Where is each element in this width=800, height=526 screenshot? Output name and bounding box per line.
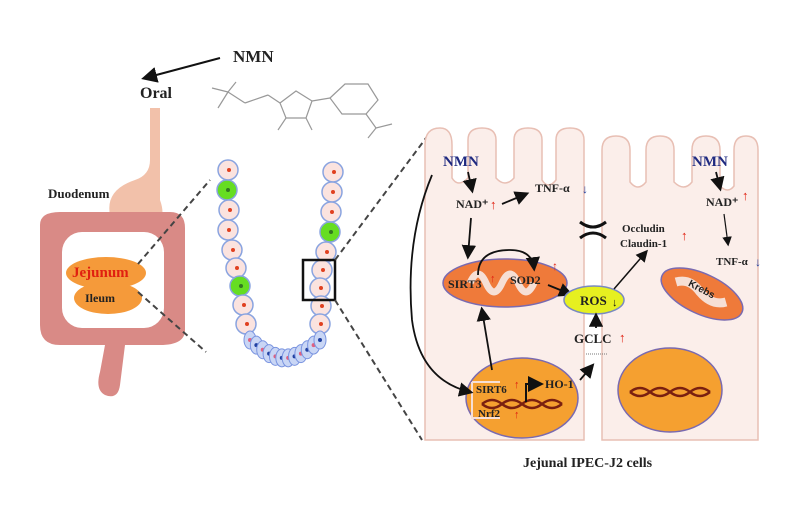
zoom-box <box>301 258 337 302</box>
ho1-transcription-arrow <box>525 376 544 402</box>
duodenum-label: Duodenum <box>48 186 110 201</box>
ros-to-tight-junction-arrow <box>613 249 648 290</box>
sod2-up-indicator: ↑ <box>552 259 558 273</box>
jejunum-label: Jejunum <box>72 265 129 281</box>
cell-nucleus-dot <box>228 208 232 212</box>
sirt6-label: SIRT6 <box>476 384 507 396</box>
claudin-label: Claudin-1 <box>620 238 667 250</box>
tight-junction-up-indicator: ↑ <box>681 228 688 243</box>
gclc-label: GCLC <box>574 331 612 346</box>
nrf2-up-indicator: ↑ <box>514 409 520 421</box>
nrf2-label: Nrf2 <box>478 408 500 420</box>
zoom-line-upper <box>137 179 211 265</box>
ros-down-indicator: ↓ <box>612 297 618 309</box>
cell-nucleus-dot <box>227 168 231 172</box>
cell-nucleus-dot <box>226 188 230 192</box>
nad-to-tnf-arrow <box>501 191 530 205</box>
nmn-to-nad-arrow <box>462 171 477 194</box>
cell-nucleus-dot <box>325 250 329 254</box>
sirt6-to-sirt3-arrow <box>476 306 493 371</box>
stomach-esophagus <box>109 108 163 230</box>
right-nad-label: NAD⁺ <box>706 195 738 209</box>
cell-nucleus-dot <box>329 230 333 234</box>
ho1-to-gclc-arrow <box>579 363 595 381</box>
right-tnf-label: TNF-α <box>716 256 749 268</box>
right-nmn-to-nad-arrow <box>710 171 725 192</box>
cell-nucleus-dot <box>319 322 323 326</box>
ros-label: ROS <box>580 293 607 308</box>
sirt6-up-indicator: ↑ <box>514 379 520 391</box>
right-nad-to-tnf-arrow <box>722 213 732 247</box>
cell-nucleus-dot <box>320 304 324 308</box>
cell-nucleus-dot <box>231 248 235 252</box>
cell-nucleus-dot <box>235 266 239 270</box>
zoom-line-to-cells-lower <box>334 299 423 441</box>
oral-arrow <box>141 57 221 83</box>
cell-nucleus-dot <box>242 303 246 307</box>
oral-label: Oral <box>140 85 173 102</box>
cell-nucleus-dot <box>332 170 336 174</box>
cell-nucleus-dot <box>227 228 231 232</box>
crypt-cell-nucleus <box>318 338 322 342</box>
villus-epithelium <box>216 159 344 368</box>
right-mitochondrion <box>660 267 744 321</box>
ho1-label: HO-1 <box>545 377 574 391</box>
left-nad-label: NAD⁺ <box>456 197 488 211</box>
sirt3-to-sod2-arrow <box>477 249 540 276</box>
ileum-label: Ileum <box>85 291 115 305</box>
zoom-line-lower <box>137 291 207 353</box>
left-tnf-label: TNF-α <box>535 181 570 195</box>
nmn-molecule-structure <box>211 81 393 139</box>
zoom-line-to-cells-upper <box>334 129 433 261</box>
sod2-to-ros-arrow <box>547 283 574 297</box>
occludin-label: Occludin <box>622 223 665 235</box>
tight-junction-icon <box>579 220 607 240</box>
sod2-label: SOD2 <box>510 273 541 287</box>
cell-nucleus-dot <box>330 210 334 214</box>
left-tnf-down-indicator: ↓ <box>582 182 588 196</box>
cell-nucleus-dot <box>245 322 249 326</box>
right-nad-up-indicator: ↑ <box>742 188 749 203</box>
gclc-up-indicator: ↑ <box>619 330 626 345</box>
small-intestine <box>66 257 146 314</box>
cell-nucleus-dot <box>321 268 325 272</box>
nad-to-sirt3-arrow <box>461 217 477 260</box>
left-nmn-label: NMN <box>443 154 479 170</box>
left-nad-up-indicator: ↑ <box>490 197 497 212</box>
cell-nucleus-dot <box>239 284 243 288</box>
right-nmn-label: NMN <box>692 154 728 170</box>
sirt3-label: SIRT3 <box>448 277 482 291</box>
caption: Jejunal IPEC-J2 cells <box>523 456 653 471</box>
right-nucleus <box>617 347 723 433</box>
cell-nucleus-dot <box>319 286 323 290</box>
right-tnf-down-indicator: ↓ <box>755 255 761 269</box>
left-nucleus <box>465 357 579 439</box>
cell-nucleus-dot <box>331 190 335 194</box>
sirt3-up-indicator: ↑ <box>490 273 496 285</box>
nmn-to-nucleus-arrow <box>409 174 474 397</box>
nmn-label: NMN <box>233 47 274 66</box>
